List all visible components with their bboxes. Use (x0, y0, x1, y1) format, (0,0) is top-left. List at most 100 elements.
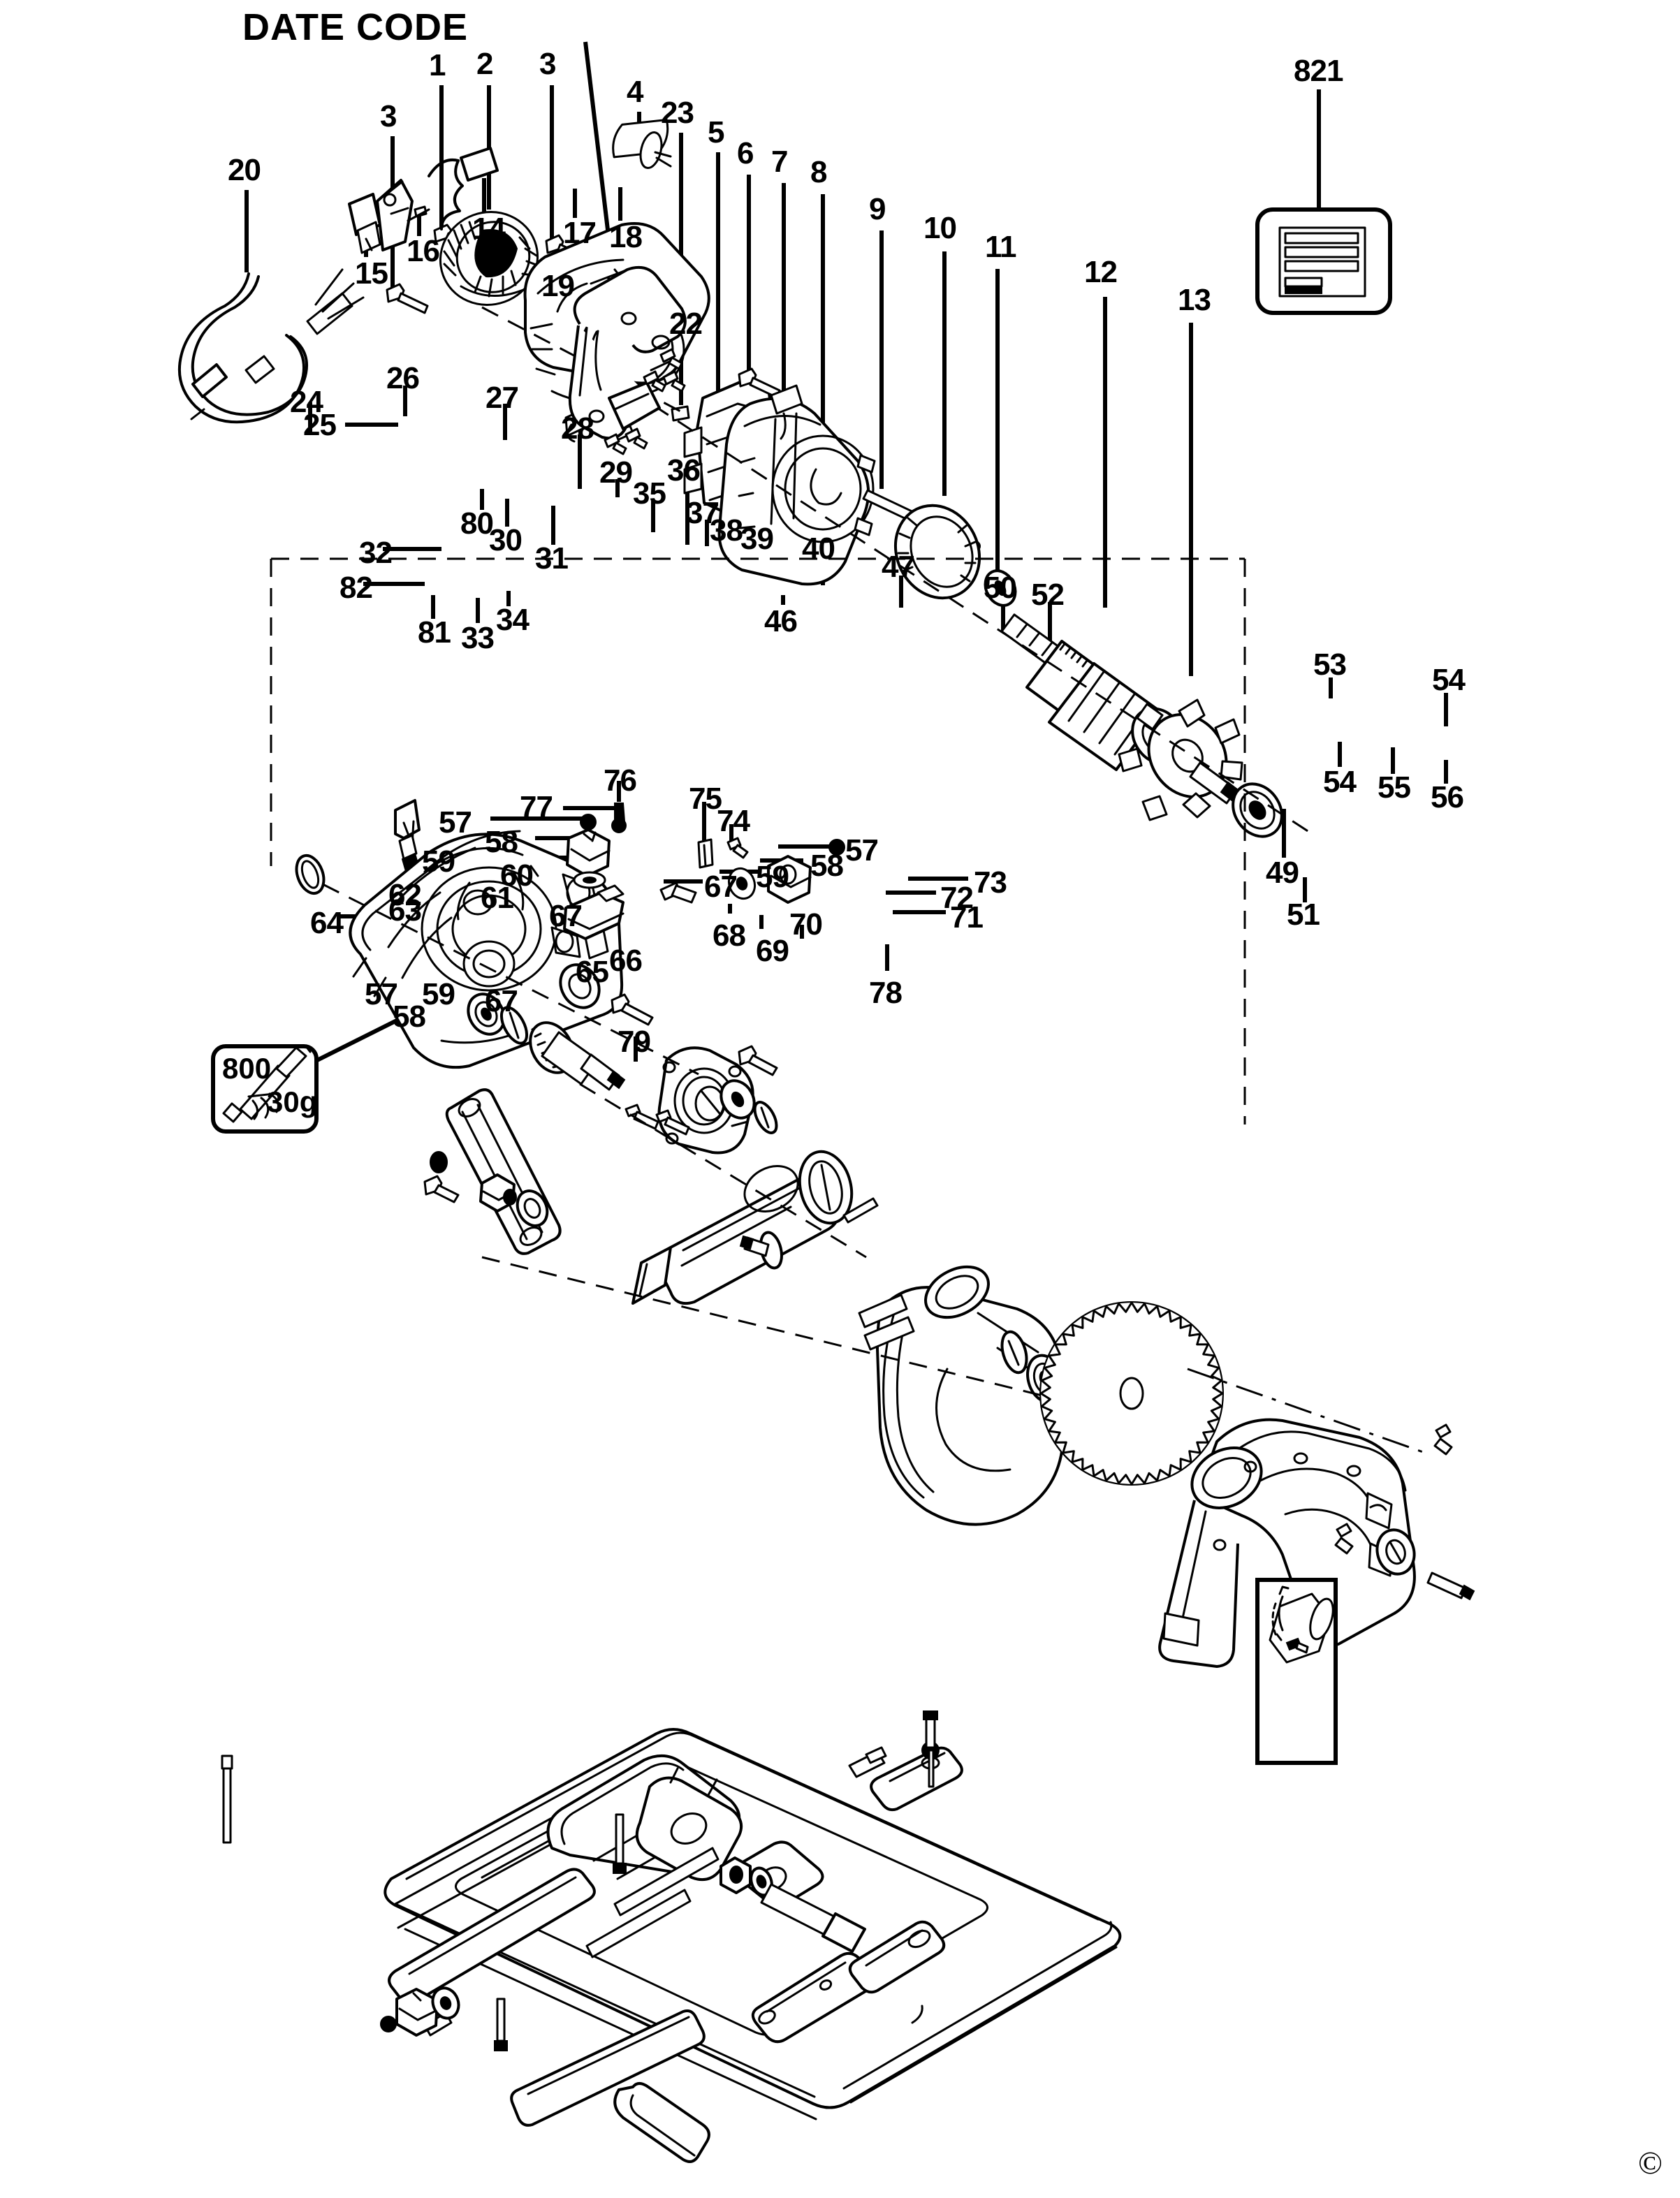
fan-baffle-2 (439, 211, 539, 306)
callout-2: 2 (476, 47, 494, 81)
screws-22 (604, 348, 686, 455)
callout-33: 33 (461, 621, 495, 655)
washer-30 (499, 1006, 529, 1045)
pin-62 (221, 1754, 233, 1770)
callout-51: 51 (1287, 897, 1320, 932)
base-plate-assembly-art (221, 803, 1122, 2163)
callout-1: 1 (429, 48, 446, 82)
callout-23: 23 (661, 96, 694, 130)
clip-14 (407, 147, 499, 230)
callout-54b: 54 (1323, 765, 1357, 799)
callout-58b: 58 (810, 849, 844, 883)
callout-70: 70 (789, 907, 823, 942)
callout-59b: 59 (756, 860, 789, 894)
callout-64: 64 (310, 906, 344, 940)
callout-57c: 57 (365, 977, 398, 1011)
washer-38 (753, 1101, 778, 1134)
callout-67a: 67 (704, 870, 738, 904)
callout-78: 78 (869, 976, 903, 1010)
upper-guard-53 (1158, 1418, 1416, 1668)
callout-38: 38 (710, 513, 743, 548)
callout-18: 18 (609, 220, 643, 254)
callout-50: 50 (984, 571, 1017, 605)
callout-62: 62 (388, 878, 422, 912)
callout-81: 81 (418, 615, 451, 650)
nameplate-inset-box (1255, 207, 1392, 315)
shaft-63 (222, 1767, 232, 1844)
plunger-46 (739, 1231, 783, 1270)
callout-4: 4 (627, 75, 644, 109)
o-ring-24 (295, 853, 326, 895)
callout-24: 24 (290, 385, 323, 419)
pin-75 (697, 838, 714, 869)
bushing-28 (559, 963, 601, 1009)
callout-71: 71 (950, 900, 984, 935)
link-arm-32 (445, 1088, 562, 1255)
callout-79: 79 (618, 1025, 651, 1059)
callout-35: 35 (633, 476, 666, 511)
ball-57c (380, 2016, 397, 2032)
callout-30g: 30g (267, 1085, 318, 1118)
gear-case-assembly-art (270, 557, 1426, 1526)
callout-54a: 54 (1432, 663, 1466, 697)
callout-59c: 59 (422, 977, 455, 1011)
callout-34: 34 (496, 603, 529, 637)
callout-31: 31 (535, 541, 569, 576)
page-title: DATE CODE (242, 6, 469, 48)
callout-58c: 58 (393, 999, 426, 1034)
hex-key-79 (510, 2009, 710, 2163)
callout-63: 63 (388, 893, 422, 928)
washer-34 (516, 1189, 549, 1227)
callout-55: 55 (1378, 770, 1411, 805)
callout-28: 28 (561, 411, 594, 446)
callout-61: 61 (481, 881, 514, 915)
screw-3b (386, 283, 429, 314)
callout-25: 25 (303, 408, 337, 442)
callout-14: 14 (472, 212, 506, 246)
callout-80: 80 (460, 506, 494, 541)
callout-75: 75 (689, 782, 722, 816)
callout-66: 66 (609, 944, 643, 978)
upper-guard-assembly-art (1158, 1418, 1475, 1668)
grease-inset-box (211, 1044, 319, 1134)
callout-60: 60 (500, 858, 534, 893)
screw-67c (494, 1998, 508, 2051)
screw-36 (738, 1045, 778, 1076)
screw-67b (613, 1813, 627, 1874)
callout-19: 19 (541, 269, 575, 303)
callout-36: 36 (667, 453, 701, 488)
callout-13: 13 (1178, 283, 1211, 317)
callout-20: 20 (228, 153, 261, 187)
washer-55 (1375, 1528, 1416, 1576)
callout-49: 49 (1266, 856, 1299, 890)
capacitor-4 (612, 119, 672, 169)
knob-58c (395, 1988, 439, 2037)
callout-17: 17 (563, 216, 597, 250)
callout-72: 72 (940, 881, 974, 915)
callout-32: 32 (359, 536, 393, 570)
screw-73 (923, 1710, 938, 1788)
ball-77 (611, 818, 627, 833)
washer-11 (984, 569, 1017, 607)
brush-holder-7 (770, 384, 803, 440)
baffle-ring-10 (893, 504, 981, 600)
screw-29 (611, 993, 654, 1026)
field-coil-8 (717, 397, 876, 586)
screw-74 (726, 837, 749, 859)
knob-58b (767, 855, 812, 904)
armature-12 (1000, 613, 1243, 821)
screws-gear-cap (624, 1104, 690, 1136)
copyright-mark: © (1638, 2145, 1663, 2181)
callout-800: 800 (222, 1052, 272, 1085)
bearing-37 (720, 1079, 756, 1120)
callout-46: 46 (764, 604, 798, 638)
callout-67b: 67 (549, 899, 583, 933)
knob-58a (566, 828, 611, 877)
callout-12: 12 (1084, 255, 1118, 289)
callout-37: 37 (686, 496, 720, 530)
saw-blade (1039, 1301, 1224, 1486)
callout-9: 9 (869, 192, 886, 226)
callout-30: 30 (489, 523, 523, 557)
callout-59a: 59 (422, 844, 455, 879)
